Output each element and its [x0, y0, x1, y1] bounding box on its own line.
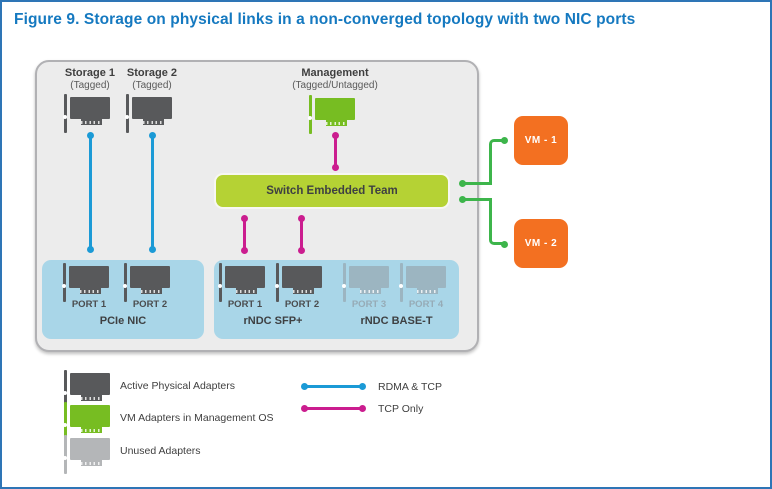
storage2-tag-label: (Tagged): [132, 80, 172, 91]
rdma-link-storage1: [88, 135, 92, 250]
legend-tcp-line-sample: [303, 407, 363, 410]
figure-title: Figure 9. Storage on physical links in a…: [14, 11, 636, 28]
rndc-sfp-port2-nic-icon: [275, 263, 322, 302]
rdma-link-storage2: [150, 135, 154, 250]
vm2-connector-elbow: [489, 200, 506, 245]
legend-unused-adapter-icon: [63, 435, 110, 474]
vm1-box: VM - 1: [514, 116, 568, 165]
switch-embedded-team-box: Switch Embedded Team: [214, 173, 450, 209]
rndc-baset-port4-label: PORT 4: [408, 299, 444, 310]
tcp-link-rndc-port2: [299, 217, 303, 250]
management-nic-icon: [308, 95, 355, 134]
legend-tcp-only-label: TCP Only: [378, 403, 424, 415]
tcp-link-rndc-port1: [242, 217, 246, 250]
storage2-nic-icon: [125, 94, 172, 133]
rndc-sfp-port1-label: PORT 1: [227, 299, 263, 310]
legend-unused-adapter-label: Unused Adapters: [120, 445, 201, 457]
vm2-connector-stub: [462, 198, 492, 201]
pcie-nic-title: PCIe NIC: [99, 315, 147, 327]
legend-rdma-label: RDMA & TCP: [378, 381, 442, 393]
vm2-box: VM - 2: [514, 219, 568, 268]
pcie-port2-nic-icon: [123, 263, 170, 302]
rndc-baset-title: rNDC BASE-T: [360, 315, 433, 327]
switch-embedded-team-label: Switch Embedded Team: [266, 185, 398, 197]
rndc-sfp-title: rNDC SFP+: [243, 315, 303, 327]
pcie-port1-label: PORT 1: [71, 299, 107, 310]
vm1-connector-elbow: [489, 139, 506, 183]
tcp-link-management: [333, 134, 337, 168]
management-label: Management: [301, 67, 369, 79]
management-tag-label: (Tagged/Untagged): [292, 80, 378, 91]
rndc-sfp-port2-label: PORT 2: [284, 299, 320, 310]
vm1-label: VM - 1: [524, 135, 558, 146]
pcie-port1-nic-icon: [62, 263, 109, 302]
vm2-label: VM - 2: [524, 238, 558, 249]
legend-active-adapter-label: Active Physical Adapters: [120, 380, 235, 392]
pcie-port2-label: PORT 2: [132, 299, 168, 310]
legend-vm-adapter-label: VM Adapters in Management OS: [120, 412, 274, 424]
storage2-label: Storage 2: [126, 67, 178, 79]
storage1-nic-icon: [63, 94, 110, 133]
storage1-label: Storage 1: [64, 67, 116, 79]
rndc-baset-port3-label: PORT 3: [351, 299, 387, 310]
rndc-baset-port3-nic-icon: [342, 263, 389, 302]
legend-rdma-line-sample: [303, 385, 363, 388]
vm1-connector-stub: [462, 182, 492, 185]
rndc-sfp-port1-nic-icon: [218, 263, 265, 302]
legend-vm-adapter-icon: [63, 402, 110, 441]
storage1-tag-label: (Tagged): [70, 80, 110, 91]
legend-active-adapter-icon: [63, 370, 110, 409]
rndc-baset-port4-nic-icon: [399, 263, 446, 302]
